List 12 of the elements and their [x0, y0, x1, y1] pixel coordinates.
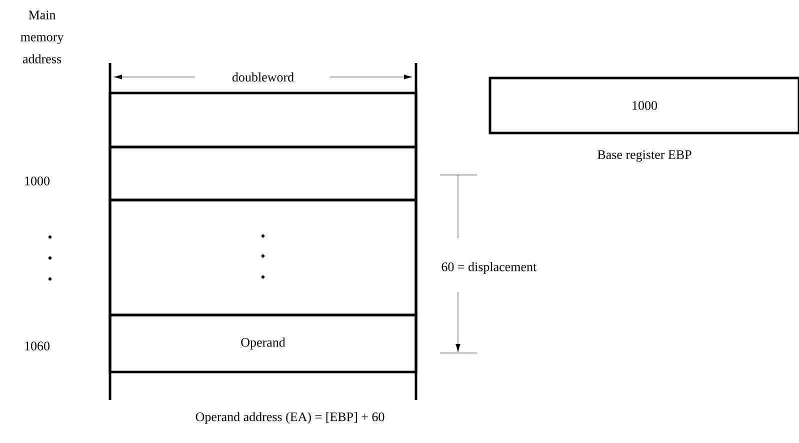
memory-cell: [108, 198, 418, 316]
dimension-label: 60 = displacement: [442, 262, 537, 274]
memory-cell: Operand: [108, 314, 418, 374]
register-caption: Base register EBP: [598, 150, 692, 162]
axis-title: Main memory address: [20, 10, 64, 64]
register-box: 1000: [488, 76, 799, 134]
address-label: 1000: [25, 176, 50, 186]
dimension-label: doubleword: [230, 71, 296, 83]
memory-cell: [108, 146, 418, 202]
memory-cell: [108, 92, 418, 148]
caption: Operand address (EA) = [EBP] + 60: [196, 412, 384, 424]
address-label: 1060: [25, 342, 50, 350]
